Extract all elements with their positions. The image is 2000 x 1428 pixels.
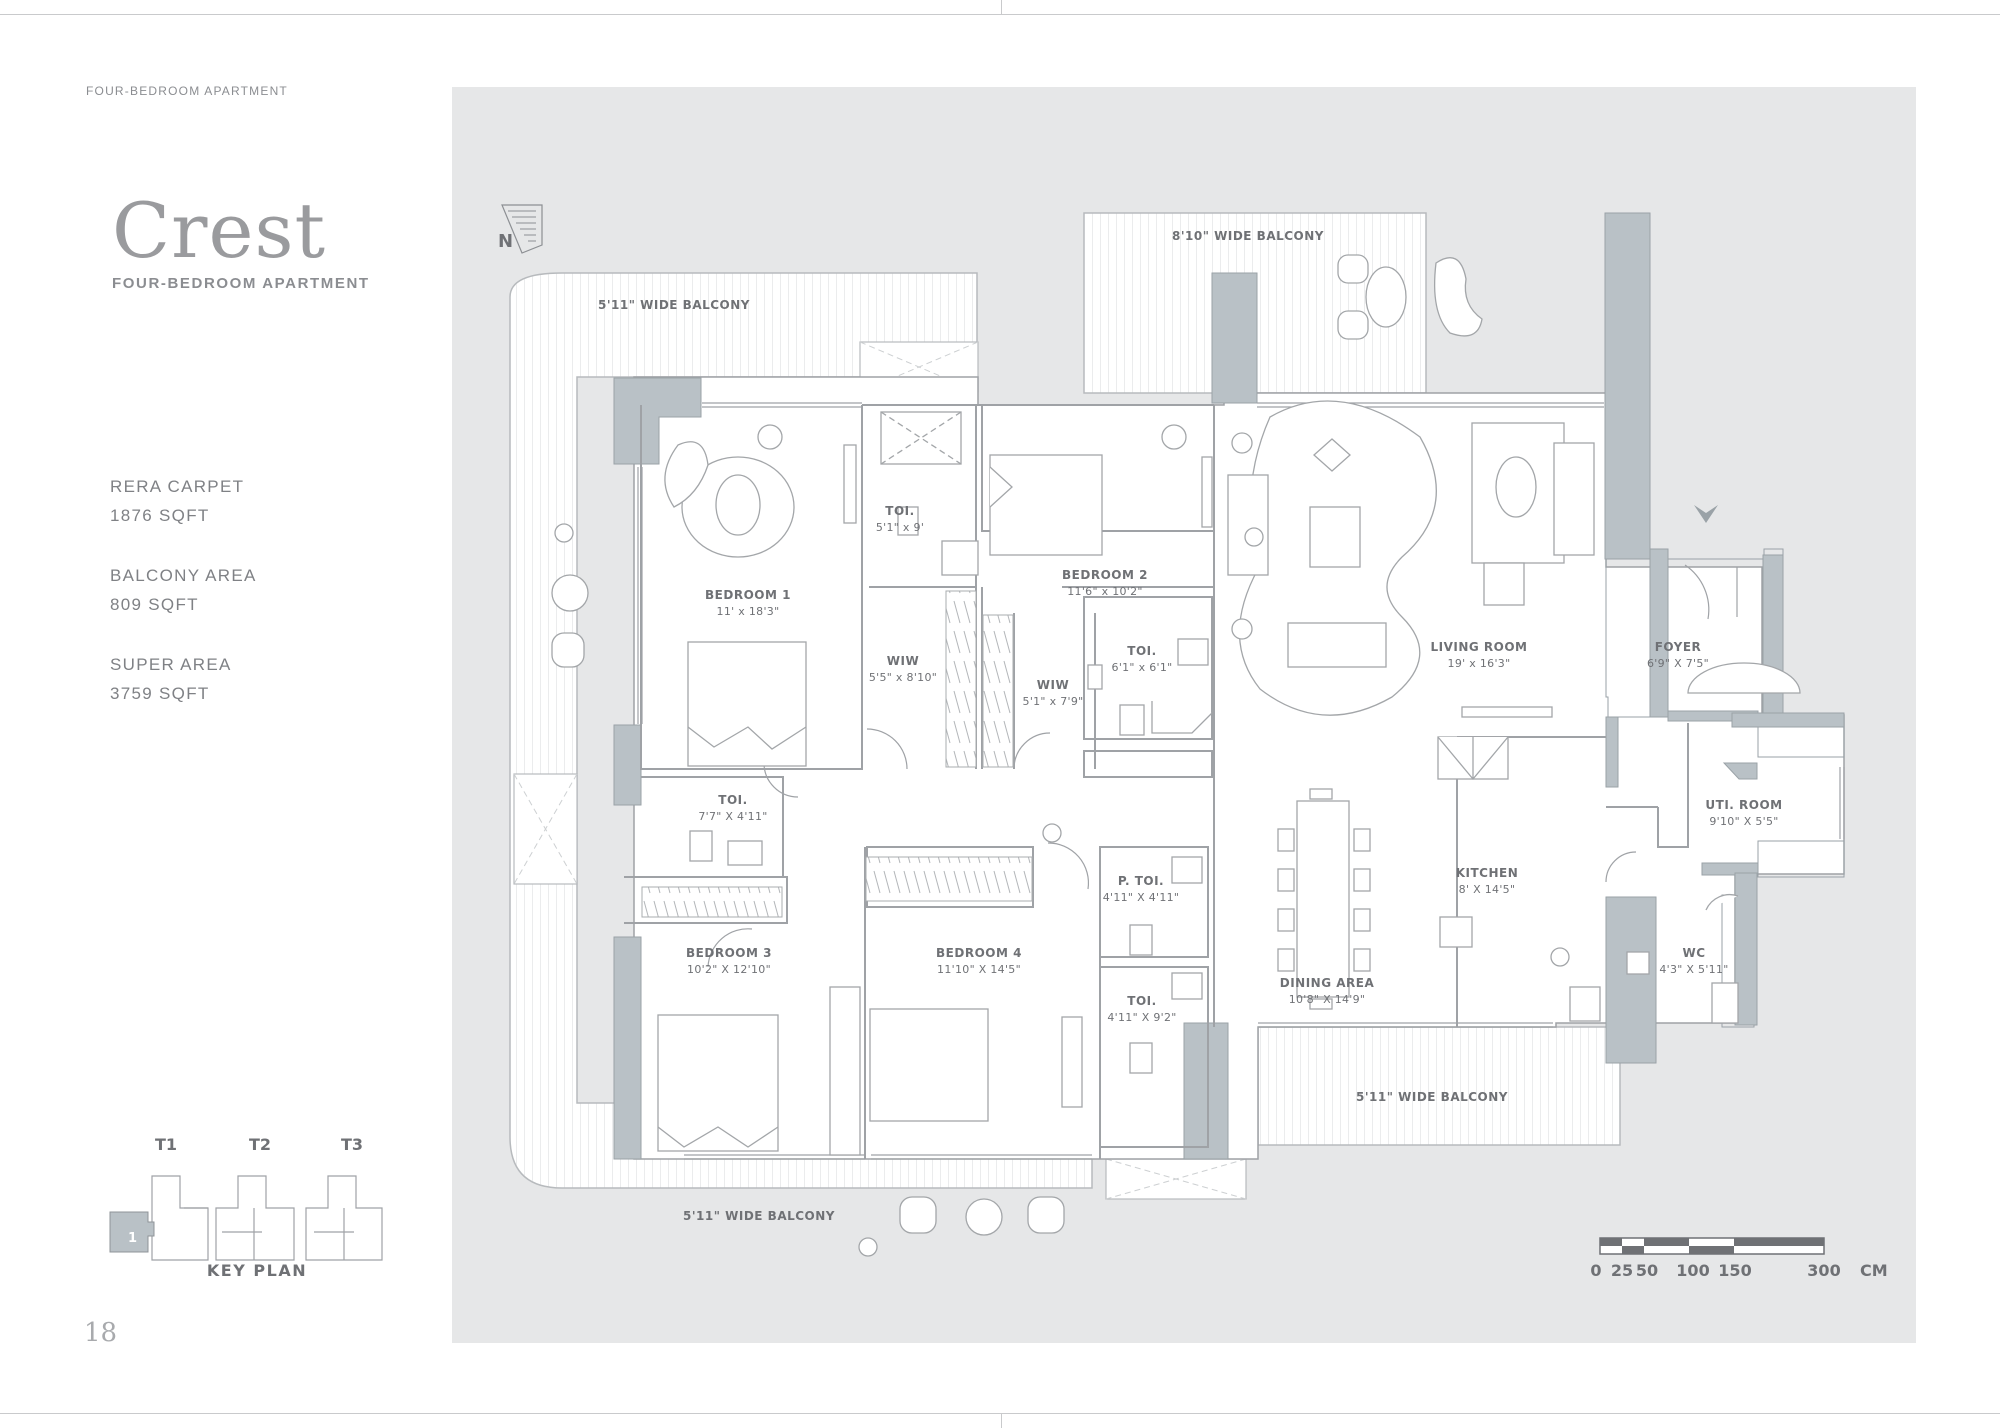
scale-tick-300: 300 <box>1807 1261 1840 1280</box>
room-bedroom-3-dim: 10'2" X 12'10" <box>687 963 771 976</box>
room-toi-b2-dim: 6'1" x 6'1" <box>1112 661 1173 674</box>
room-wiw-1-dim: 5'5" x 8'10" <box>869 671 937 684</box>
room-wiw-2-name: WIW <box>1037 678 1069 692</box>
scale-tick-150: 150 <box>1718 1261 1751 1280</box>
stat-value: 1876 SQFT <box>110 506 210 525</box>
scale-tick-0: 0 <box>1590 1261 1601 1280</box>
floor-plan: N 5'11" WIDE BALCONY 8'10" WIDE BALCONY … <box>498 204 1888 1280</box>
room-wiw-2-dim: 5'1" x 7'9" <box>1023 695 1084 708</box>
label-balcony-bottom-right: 5'11" WIDE BALCONY <box>1356 1090 1508 1104</box>
scale-tick-25: 25 <box>1611 1261 1633 1280</box>
page-number: 18 <box>84 1318 118 1348</box>
scale-unit: CM <box>1860 1261 1888 1280</box>
key-plan-tower-t1: T1 <box>155 1135 177 1154</box>
stat-label: SUPER AREA <box>110 655 232 674</box>
key-plan-tower-t3: T3 <box>341 1135 363 1154</box>
room-wc-name: WC <box>1682 946 1705 960</box>
room-wc-dim: 4'3" X 5'11" <box>1659 963 1728 976</box>
doors <box>707 564 1738 968</box>
room-toi-b3-dim: 7'7" X 4'11" <box>698 810 767 823</box>
label-balcony-top-right: 8'10" WIDE BALCONY <box>1172 229 1324 243</box>
key-plan-unit-highlight <box>109 1211 155 1253</box>
room-uti-name: UTI. ROOM <box>1705 798 1782 812</box>
entry-arrow-icon <box>1694 505 1718 523</box>
key-plan: T1 T2 T3 1 KEY PLAN <box>109 1135 383 1280</box>
crop-mark <box>0 14 2000 15</box>
room-toi-b4-dim: 4'11" X 9'2" <box>1107 1011 1176 1024</box>
key-plan-unit-number: 1 <box>128 1231 137 1246</box>
room-bedroom-4-dim: 11'10" X 14'5" <box>937 963 1021 976</box>
room-kitchen-dim: 8' X 14'5" <box>1459 883 1516 896</box>
page-title: Crest <box>112 186 326 275</box>
crop-mark <box>1001 1414 1002 1428</box>
stat-balcony-area: BALCONY AREA 809 SQFT <box>110 561 257 619</box>
room-bedroom-1-dim: 11' x 18'3" <box>717 605 780 618</box>
room-labels: BEDROOM 1 11' x 18'3" TOI. 5'1" x 9' BED… <box>686 504 1782 1024</box>
room-p-toi-dim: 4'11" X 4'11" <box>1103 891 1180 904</box>
room-bedroom-4-name: BEDROOM 4 <box>936 946 1022 960</box>
stat-label: RERA CARPET <box>110 477 245 496</box>
key-plan-outline <box>151 1175 383 1261</box>
info-panel: FOUR-BEDROOM APARTMENT Crest FOUR-BEDROO… <box>0 0 452 1428</box>
room-dining-name: DINING AREA <box>1280 976 1375 990</box>
stat-value: 809 SQFT <box>110 595 199 614</box>
key-plan-label: KEY PLAN <box>207 1261 307 1280</box>
crop-mark <box>0 1413 2000 1414</box>
room-toi-b1-name: TOI. <box>885 504 914 518</box>
room-bedroom-2-dim: 11'6" x 10'2" <box>1067 585 1143 598</box>
crop-mark <box>1001 0 1002 14</box>
stat-value: 3759 SQFT <box>110 684 210 703</box>
room-living-name: LIVING ROOM <box>1430 640 1527 654</box>
partitions <box>624 404 1689 1159</box>
room-dining-dim: 10'8" X 14'9" <box>1289 993 1366 1006</box>
wardrobes <box>641 590 1033 918</box>
floor-plan-panel: N 5'11" WIDE BALCONY 8'10" WIDE BALCONY … <box>452 87 1916 1343</box>
furniture <box>551 254 1801 1257</box>
room-kitchen-name: KITCHEN <box>1456 866 1519 880</box>
room-foyer-name: FOYER <box>1655 640 1702 654</box>
room-p-toi-name: P. TOI. <box>1118 874 1164 888</box>
room-toi-b2-name: TOI. <box>1127 644 1156 658</box>
room-foyer-dim: 6'9" X 7'5" <box>1647 657 1709 670</box>
room-bedroom-1-name: BEDROOM 1 <box>705 588 791 602</box>
room-bedroom-2-name: BEDROOM 2 <box>1062 568 1148 582</box>
key-plan-tower-t2: T2 <box>249 1135 271 1154</box>
balcony-bottom-right <box>1257 1026 1621 1146</box>
compass-north-label: N <box>498 231 513 252</box>
scale-tick-50: 50 <box>1636 1261 1658 1280</box>
scale-tick-100: 100 <box>1676 1261 1709 1280</box>
page-eyebrow: FOUR-BEDROOM APARTMENT <box>86 84 288 98</box>
compass: N <box>498 204 543 254</box>
room-toi-b3-name: TOI. <box>718 793 747 807</box>
stat-label: BALCONY AREA <box>110 566 257 585</box>
room-living-dim: 19' x 16'3" <box>1448 657 1511 670</box>
label-balcony-top-left: 5'11" WIDE BALCONY <box>598 298 750 312</box>
walls <box>613 212 1845 1160</box>
stat-super-area: SUPER AREA 3759 SQFT <box>110 650 232 708</box>
room-toi-b4-name: TOI. <box>1127 994 1156 1008</box>
room-bedroom-3-name: BEDROOM 3 <box>686 946 772 960</box>
room-uti-dim: 9'10" X 5'5" <box>1709 815 1778 828</box>
scale-bar: 0 25 50 100 150 300 CM <box>1590 1237 1888 1280</box>
page-subtitle: FOUR-BEDROOM APARTMENT <box>112 275 370 292</box>
label-balcony-bottom-left: 5'11" WIDE BALCONY <box>683 1209 835 1223</box>
room-toi-b1-dim: 5'1" x 9' <box>876 521 924 534</box>
stat-rera-carpet: RERA CARPET 1876 SQFT <box>110 472 244 530</box>
room-wiw-1-name: WIW <box>887 654 919 668</box>
